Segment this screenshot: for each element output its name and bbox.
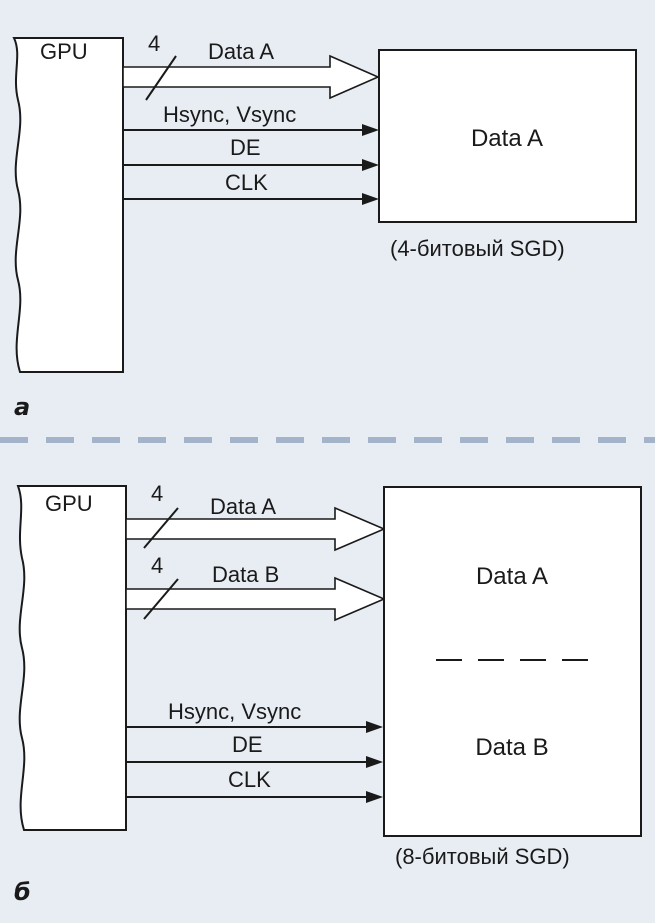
sgd-box-a [378,49,637,223]
sgd-box-text-bottom-b: Data B [475,734,548,761]
panel-label-a: а [14,393,30,421]
sgd-box-b [383,486,642,837]
signal-label-clk-a: CLK [225,170,268,195]
signal-label-de-b: DE [232,732,263,757]
signal-arrowhead-hsync-vsync-b [366,721,383,733]
signal-label-hsync-vsync-b: Hsync, Vsync [168,699,301,724]
bus-arrow-data-b-b [125,576,387,622]
bus-width-label-data-a-b: 4 [151,481,163,506]
gpu-block-b [16,485,127,831]
bus-label-data-a-b: Data A [210,494,276,519]
bus-width-label-data-b-b: 4 [151,553,163,578]
bus-width-slash-data-b-b [143,578,179,620]
bus-label-data-a: Data A [208,39,274,64]
bus-width-label-a: 4 [148,31,160,56]
bus-label-data-b-b: Data B [212,562,279,587]
signal-arrowhead-clk-b [366,791,383,803]
gpu-label-b: GPU [45,491,93,516]
panel-b: GPU 4 Data A 4 Data B Hsync, Vsync DE CL… [14,481,642,906]
signal-arrowhead-de-b [366,756,383,768]
sgd-caption-b: (8-битовый SGD) [395,844,570,869]
gpu-block-a [12,37,124,373]
panel-label-b: б [14,878,31,906]
gpu-label-a: GPU [40,39,88,64]
bus-width-slash-data-a-b [143,507,179,549]
signal-arrowhead-hsync-vsync-a [362,124,379,136]
signal-label-hsync-vsync-a: Hsync, Vsync [163,102,296,127]
bus-width-slash-a [145,55,177,101]
signal-label-de-a: DE [230,135,261,160]
signal-arrowhead-clk-a [362,193,379,205]
panel-a: GPU 4 Data A Hsync, Vsync DE CLK Data A … [12,31,637,421]
sgd-caption-a: (4-битовый SGD) [390,236,565,261]
sgd-box-text-a: Data A [471,125,543,152]
bus-arrow-data-a-b [125,506,387,552]
signal-arrowhead-de-a [362,159,379,171]
signal-label-clk-b: CLK [228,767,271,792]
sgd-box-text-top-b: Data A [476,563,548,590]
bus-arrow-data-a [122,54,380,100]
